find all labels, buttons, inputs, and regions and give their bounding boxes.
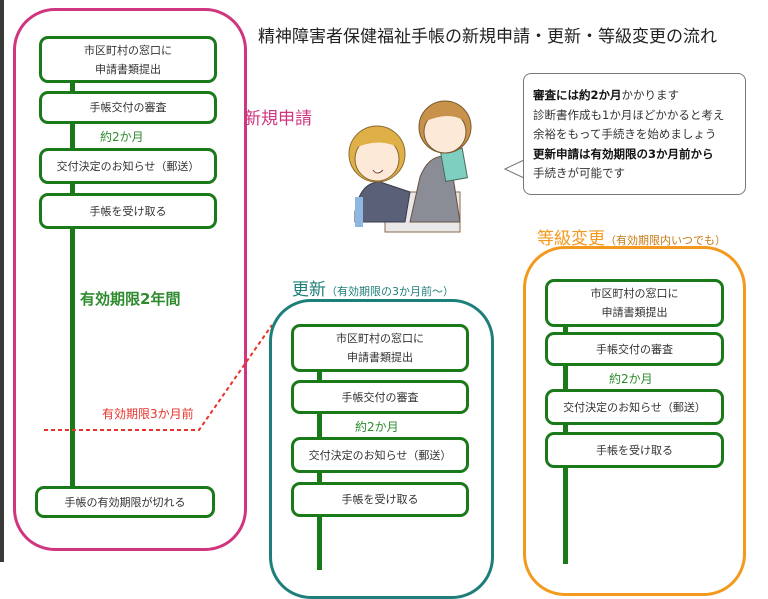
new-duration: 約2か月 — [100, 130, 144, 144]
grade-step-submit: 市区町村の窓口に申請書類提出 — [545, 279, 724, 327]
three-months-before-label: 有効期限3か月前 — [102, 407, 194, 421]
callout-bold-text: 更新申請は有効期限の3か月前から — [533, 146, 714, 161]
new-application-label: 新規申請 — [244, 109, 312, 129]
grade-change-note: （有効期限内いつでも） — [605, 234, 726, 247]
callout-text: 手続きが可能です — [533, 166, 625, 180]
renewal-step-review: 手帳交付の審査 — [291, 380, 469, 414]
step-text: 申請書類提出 — [95, 62, 161, 76]
grade-change-title: 等級変更 — [537, 229, 605, 249]
grade-step-review: 手帳交付の審査 — [545, 332, 724, 366]
two-women-illustration — [348, 100, 472, 233]
grade-step-notice: 交付決定のお知らせ（郵送） — [545, 389, 724, 425]
new-step-review: 手帳交付の審査 — [39, 91, 217, 124]
step-text: 申請書類提出 — [347, 351, 413, 364]
renewal-duration: 約2か月 — [355, 420, 399, 434]
step-text: 申請書類提出 — [601, 306, 668, 319]
renewal-note: （有効期限の3か月前～） — [326, 285, 454, 298]
grade-step-receive: 手帳を受け取る — [545, 432, 724, 468]
advice-callout: 審査には約2か月かかります 診断書作成も1か月ほどかかると考え 余裕をもって手続… — [523, 73, 746, 195]
window-edge — [0, 0, 4, 562]
callout-bold-text: 審査には約2か月 — [533, 88, 622, 102]
new-step-notice: 交付決定のお知らせ（郵送） — [39, 148, 217, 184]
renewal-step-notice: 交付決定のお知らせ（郵送） — [291, 437, 469, 473]
renewal-step-receive: 手帳を受け取る — [291, 482, 469, 517]
validity-label: 有効期限2年間 — [80, 290, 181, 308]
step-text: 市区町村の窓口に — [336, 332, 424, 345]
page-title: 精神障害者保健福祉手帳の新規申請・更新・等級変更の流れ — [258, 27, 717, 47]
callout-text: かかります — [621, 88, 680, 102]
callout-pointer — [504, 159, 525, 179]
renewal-label: 更新（有効期限の3か月前～） — [292, 275, 454, 300]
new-application-container — [13, 8, 247, 551]
grade-change-label: 等級変更（有効期限内いつでも） — [537, 224, 726, 249]
renewal-timing-dashed-line — [44, 324, 273, 431]
new-flow-line — [70, 80, 75, 492]
renewal-title: 更新 — [292, 280, 326, 300]
callout-text: 余裕をもって手続きを始めましょう — [533, 127, 717, 141]
renewal-step-submit: 市区町村の窓口に申請書類提出 — [291, 324, 469, 372]
step-text: 市区町村の窓口に — [590, 287, 679, 300]
step-text: 市区町村の窓口に — [84, 43, 172, 57]
callout-text: 診断書作成も1か月ほどかかると考え — [533, 107, 725, 122]
new-step-expiry: 手帳の有効期限が切れる — [35, 486, 215, 518]
new-step-receive: 手帳を受け取る — [39, 193, 217, 229]
new-step-submit: 市区町村の窓口に申請書類提出 — [39, 36, 217, 83]
grade-duration: 約2か月 — [609, 372, 653, 386]
